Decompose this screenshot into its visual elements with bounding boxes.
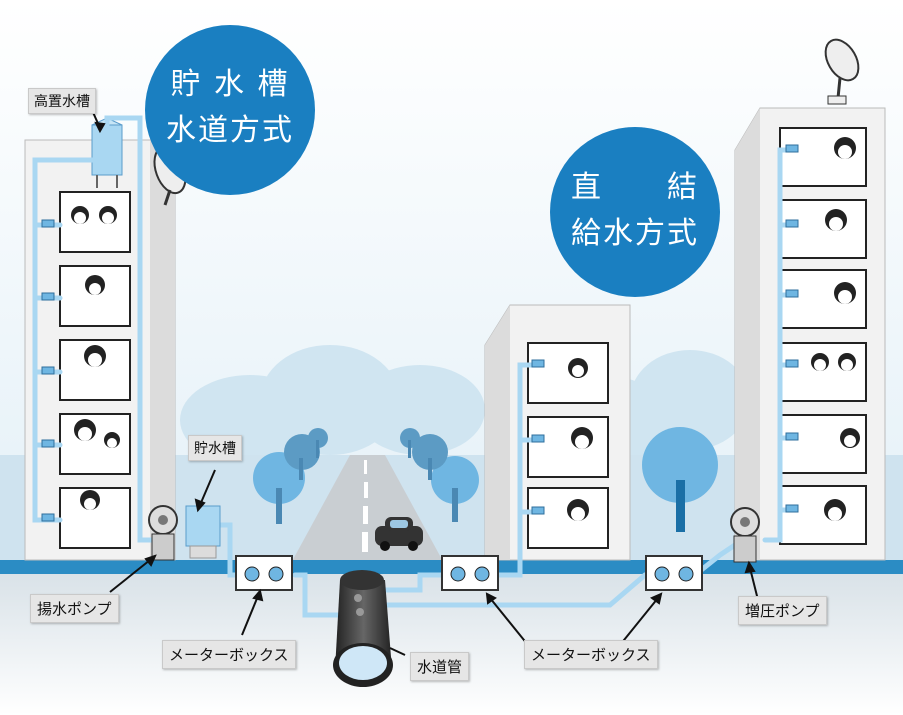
pointer-arrows — [91, 109, 759, 656]
resident-faces-right — [814, 145, 856, 521]
system-left-line2: 水道方式 — [166, 113, 294, 148]
meter-box-left-label: メーターボックス — [162, 640, 296, 669]
system-right-line1: 直 結 — [571, 170, 699, 205]
system-right-line2: 給水方式 — [571, 216, 699, 251]
meter-box-middle — [441, 555, 499, 591]
water-main-pipe — [333, 570, 393, 687]
booster-pump-label: 増圧ポンプ — [738, 596, 827, 625]
resident-faces-left — [74, 212, 117, 510]
lift-pump-label: 揚水ポンプ — [30, 594, 119, 623]
lift-pump-icon — [148, 505, 178, 561]
system-right-circle — [550, 127, 720, 297]
elevated-tank — [91, 117, 123, 188]
booster-pump-icon — [730, 507, 760, 563]
meter-box-left — [235, 555, 293, 591]
water-main-label: 水道管 — [410, 652, 470, 681]
elevated-tank-label: 高置水槽 — [28, 88, 96, 114]
storage-tank-label: 貯水槽 — [188, 435, 242, 461]
meter-box-right-label: メーターボックス — [524, 640, 658, 669]
car-icon — [375, 517, 423, 551]
faucet-icons — [41, 144, 799, 522]
meter-box-right — [645, 555, 703, 591]
system-left-circle — [145, 25, 315, 195]
storage-tank — [185, 505, 221, 559]
trees — [253, 427, 718, 532]
system-left-title: 貯 水 槽 水道方式 — [160, 62, 300, 154]
middle-building — [484, 304, 631, 561]
right-building — [734, 107, 886, 561]
system-left-line1: 貯 水 槽 — [170, 67, 290, 102]
satellite-dish-right-icon — [824, 38, 860, 105]
road-center-line — [362, 460, 368, 552]
system-right-title: 直 結 給水方式 — [565, 165, 705, 257]
